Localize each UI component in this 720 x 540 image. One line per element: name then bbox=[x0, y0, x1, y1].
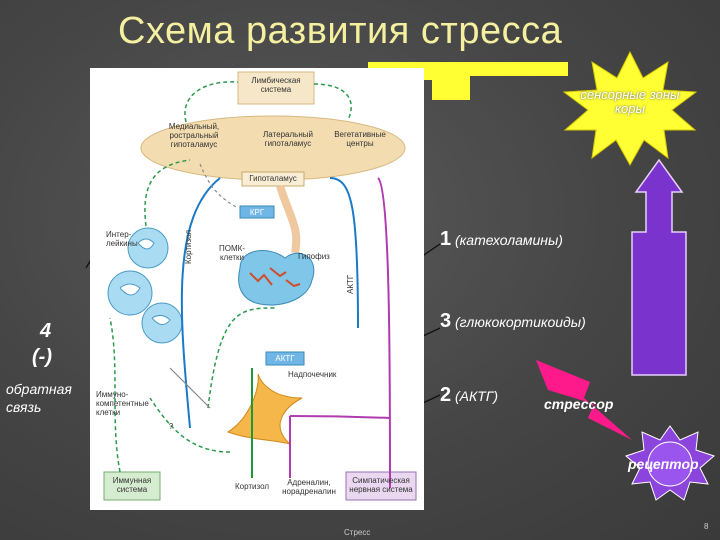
callout-glucocorticoids: 3 (глюкокортикоиды) bbox=[440, 310, 586, 333]
footer-text: Стресс bbox=[344, 528, 371, 537]
pituitary-gland bbox=[238, 250, 315, 306]
callout-receptor: рецептор bbox=[628, 456, 699, 472]
purple-arrow bbox=[631, 158, 687, 376]
label-cortisol-vertical: Кортизол bbox=[184, 229, 193, 264]
krg-box bbox=[239, 205, 275, 219]
label-medial-hypothalamus: Медиальный, ростральный гипоталамус bbox=[168, 122, 220, 149]
label-interleukins: Интер-лейкины bbox=[106, 230, 138, 248]
limbic-box bbox=[237, 71, 315, 105]
actg-number: 2 bbox=[440, 384, 452, 406]
feedback-text: обратная связь bbox=[6, 381, 72, 415]
label-lateral-hypothalamus: Латеральный гипоталамус bbox=[263, 130, 313, 148]
glucocorticoids-text: (глюкокортикоиды) bbox=[455, 314, 586, 330]
feedback-number: 4 bbox=[40, 320, 52, 342]
glucocorticoids-number: 3 bbox=[440, 310, 452, 332]
catecholamines-text: (катехоламины) bbox=[455, 232, 563, 248]
immune-cells-group bbox=[107, 227, 183, 344]
label-pomk: ПОМК-клетки bbox=[219, 244, 245, 262]
actg-text: (АКТГ) bbox=[455, 388, 499, 404]
label-actg-box: АКТГ bbox=[275, 354, 295, 363]
pituitary-stalk bbox=[276, 184, 301, 254]
catecholamines-number: 1 bbox=[440, 228, 452, 250]
stressor-lightning bbox=[536, 360, 632, 440]
sensory-star bbox=[562, 50, 698, 167]
stress-diagram-panel: Лимбическая система Медиальный, ростраль… bbox=[90, 68, 424, 510]
label-sympathetic: Симпатическая нервная система bbox=[349, 476, 413, 494]
label-adrenaline: Адреналин, норадреналин bbox=[282, 478, 336, 496]
actg-box bbox=[265, 351, 305, 366]
diagram-drawing bbox=[103, 71, 417, 501]
adrenal-gland bbox=[226, 373, 303, 445]
callout-stressor: стрессор bbox=[544, 396, 614, 412]
label-question: ? bbox=[168, 422, 174, 431]
label-immune-cells: Иммуно-компетентные клетки bbox=[96, 390, 149, 417]
label-hypothalamus: Гипоталамус bbox=[249, 174, 297, 183]
feedback-sign: (-) bbox=[32, 346, 52, 368]
label-adrenal: Надпочечник bbox=[288, 370, 337, 379]
label-vegetative-centers: Вегетативные центры bbox=[334, 130, 386, 148]
label-krg: КРГ bbox=[249, 208, 265, 217]
hypothalamus-box bbox=[241, 171, 305, 187]
label-cortisol: Кортизол bbox=[234, 482, 270, 491]
label-immune-system: Иммунная система bbox=[112, 476, 152, 494]
callout-catecholamines: 1 (катехоламины) bbox=[440, 228, 563, 251]
callout-sensory-zones: сенсорные зоны коры bbox=[580, 87, 680, 116]
sympathetic-box bbox=[345, 471, 417, 501]
label-actg-vertical: АКТГ bbox=[346, 274, 355, 294]
label-limbic: Лимбическая система bbox=[251, 76, 301, 94]
callout-actg: 2 (АКТГ) bbox=[440, 384, 498, 407]
slide-title: Схема развития стресса bbox=[118, 10, 563, 52]
label-pituitary: Гипофиз bbox=[298, 252, 330, 261]
page-number: 8 bbox=[704, 522, 709, 531]
immune-system-box bbox=[103, 471, 161, 501]
receptor-sun bbox=[625, 425, 715, 501]
